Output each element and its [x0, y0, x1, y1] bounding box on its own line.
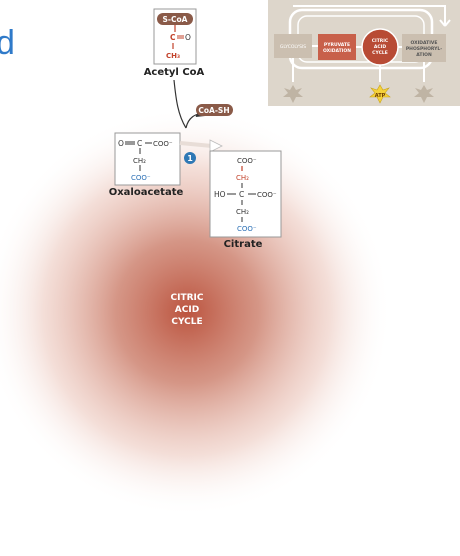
- pathway-overview-inset: GLYCOLYSIS PYRUVATE OXIDATION CITRIC ACI…: [268, 0, 460, 106]
- acetyl-entry-curve: [173, 79, 187, 129]
- svg-text:ACID: ACID: [374, 44, 386, 50]
- citrate-label: Citrate: [224, 239, 263, 250]
- inset-atp-burst-1: [283, 85, 303, 103]
- citrate-coo-right: COO⁻: [257, 191, 277, 199]
- svg-text:CITRIC: CITRIC: [171, 293, 204, 303]
- step1-arrow-shaft: [179, 141, 213, 148]
- svg-text:OXIDATION: OXIDATION: [323, 48, 351, 54]
- svg-text:PHOSPHORYL-: PHOSPHORYL-: [406, 46, 442, 52]
- step-1-badge: [184, 152, 196, 164]
- oxaloacetate-c: C: [137, 139, 142, 148]
- svg-text:CITRIC: CITRIC: [372, 38, 389, 44]
- citrate-coo-bottom: COO⁻: [237, 225, 257, 233]
- s-coa-tag: [157, 13, 193, 25]
- coa-sh-tag: [196, 104, 233, 116]
- oxaloacetate-o: O: [118, 139, 124, 148]
- svg-text:ATION: ATION: [416, 52, 432, 58]
- citrate-c: C: [239, 190, 244, 199]
- s-coa-text: S-CoA: [163, 15, 188, 24]
- oxaloacetate-ch2: CH₂: [133, 157, 146, 165]
- citrate-ch2-bottom: CH₂: [236, 208, 249, 216]
- title-fragment: d: [0, 24, 15, 62]
- inset-pyruvate-box: [318, 34, 356, 60]
- svg-text:PYRUVATE: PYRUVATE: [324, 42, 350, 48]
- inset-atp-burst-3: [414, 85, 434, 103]
- citrate-molecule: COO⁻ CH₂ HO C COO⁻ CH₂ COO⁻ Citrate: [209, 150, 282, 250]
- oxaloacetate-label: Oxaloacetate: [109, 187, 184, 198]
- cycle-glow: [0, 107, 392, 517]
- citrate-ho: HO: [214, 190, 226, 199]
- svg-text:CYCLE: CYCLE: [171, 317, 202, 327]
- inset-oxphos-box: [402, 34, 446, 62]
- svg-text:CYCLE: CYCLE: [372, 50, 388, 56]
- carbonyl-o: O: [185, 33, 191, 42]
- inset-glycolysis: GLYCOLYSIS: [280, 44, 306, 50]
- citrate-ch2-top: CH₂: [236, 174, 249, 182]
- oxaloacetate-coo-bottom: COO⁻: [131, 174, 151, 182]
- acetyl-coa-label: Acetyl CoA: [144, 67, 205, 78]
- oxaloacetate-coo-top: COO⁻: [153, 140, 173, 148]
- coa-sh-text: CoA-SH: [198, 106, 229, 115]
- svg-text:OXIDATIVE: OXIDATIVE: [411, 40, 438, 46]
- citrate-coo-top: COO⁻: [237, 157, 257, 165]
- inset-atp-burst-2: [369, 84, 391, 104]
- inset-glycolysis-box: [274, 34, 312, 58]
- cycle-label: CITRIC ACID CYCLE: [171, 293, 204, 327]
- inset-top-connector: [293, 5, 446, 26]
- svg-text:ACID: ACID: [175, 305, 199, 315]
- methyl-group: CH₃: [166, 52, 180, 60]
- acetyl-coa-molecule: S-CoA C O CH₃ Acetyl CoA: [144, 8, 205, 78]
- carbonyl-c: C: [170, 33, 176, 42]
- oxaloacetate-molecule: O C COO⁻ CH₂ COO⁻ Oxaloacetate: [109, 132, 184, 198]
- step1-arrowhead: [209, 139, 223, 153]
- inset-atp-label: ATP: [375, 93, 386, 99]
- step-1-number: 1: [187, 154, 193, 163]
